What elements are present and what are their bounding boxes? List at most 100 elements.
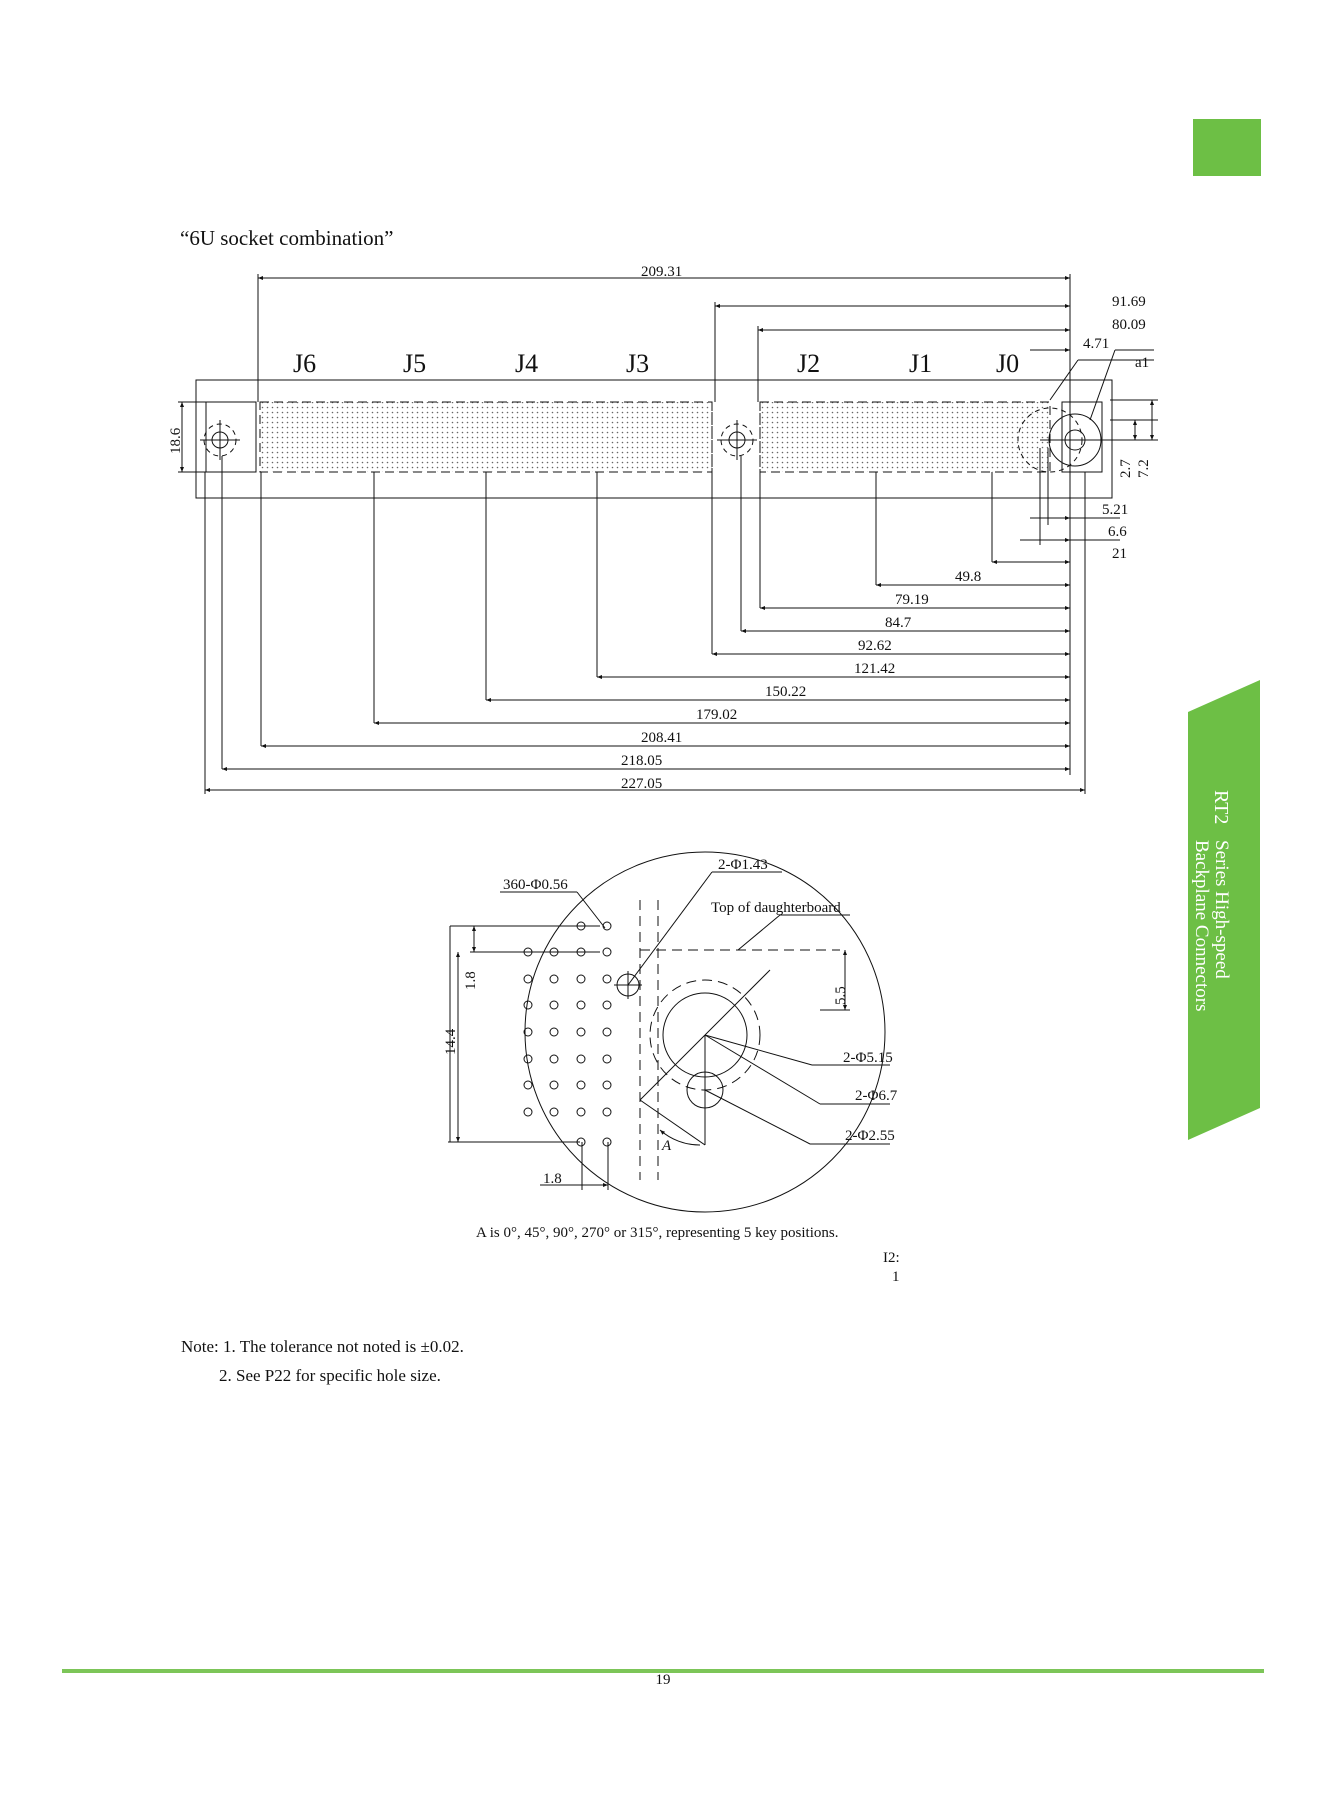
top-dimension-text: 209.31 91.69 80.09 4.71 a1 18.6 2.7 7.2 … bbox=[168, 264, 1152, 562]
contact-hole bbox=[523, 1054, 533, 1064]
contact-hole bbox=[523, 974, 533, 984]
dim-218-05: 218.05 bbox=[621, 753, 662, 769]
contact-hole bbox=[576, 1000, 586, 1010]
dim-227-05: 227.05 bbox=[621, 776, 662, 792]
side-tab: RT2 Series High-speed Backplane Connecto… bbox=[1188, 680, 1260, 1140]
contact-hole bbox=[549, 1080, 559, 1090]
detail-label-2-phi-6-7: 2-Φ6.7 bbox=[855, 1088, 898, 1104]
label-j5: J5 bbox=[403, 349, 426, 378]
contact-hole bbox=[523, 1000, 533, 1010]
contact-hole bbox=[602, 1000, 612, 1010]
notes-block: Note: 1. The tolerance not noted is ±0.0… bbox=[181, 1332, 464, 1390]
side-tab-line2: Backplane Connectors bbox=[1191, 840, 1212, 1011]
dim-92-62: 92.62 bbox=[858, 638, 892, 654]
dim-91-69: 91.69 bbox=[1112, 294, 1146, 310]
label-j1: J1 bbox=[909, 349, 932, 378]
connector-labels: J6 J5 J4 J3 J2 J1 J0 bbox=[293, 349, 1019, 378]
contact-hole bbox=[549, 974, 559, 984]
footer-rule bbox=[62, 1669, 1264, 1673]
contact-hole bbox=[602, 947, 612, 957]
pin-field-j0-j2 bbox=[759, 401, 1051, 473]
detail-label-2-phi-5-15: 2-Φ5.15 bbox=[843, 1050, 893, 1066]
dim-179-02: 179.02 bbox=[696, 707, 737, 723]
contact-hole bbox=[576, 1027, 586, 1037]
contact-hole bbox=[549, 1000, 559, 1010]
dim-4-71: 4.71 bbox=[1083, 336, 1109, 352]
dim-49-8: 49.8 bbox=[955, 569, 981, 585]
side-tab-series: RT2 bbox=[1210, 790, 1232, 824]
contact-hole bbox=[576, 1137, 586, 1147]
left-flange bbox=[205, 401, 257, 473]
housing-outline bbox=[195, 379, 1113, 499]
dim-a1: a1 bbox=[1135, 355, 1149, 371]
detail-drawing bbox=[448, 851, 890, 1213]
contact-hole bbox=[602, 974, 612, 984]
contact-hole bbox=[576, 974, 586, 984]
side-tab-shape bbox=[1188, 680, 1260, 1140]
dim-208-41: 208.41 bbox=[641, 730, 682, 746]
contact-hole bbox=[576, 947, 586, 957]
top-connector-drawing bbox=[178, 274, 1158, 794]
scale-value: 1 bbox=[892, 1269, 900, 1285]
contact-hole bbox=[602, 1027, 612, 1037]
bottom-dimension-text: 49.8 79.19 84.7 92.62 121.42 150.22 179.… bbox=[621, 569, 981, 792]
contact-hole bbox=[602, 1107, 612, 1117]
dim-84-7: 84.7 bbox=[885, 615, 912, 631]
dim-7-2: 7.2 bbox=[1136, 459, 1152, 478]
dim-18-6: 18.6 bbox=[168, 427, 184, 454]
detail-label-360-phi-0-56: 360-Φ0.56 bbox=[503, 877, 568, 893]
contact-hole bbox=[576, 921, 586, 931]
detail-label-angle-a: A bbox=[661, 1138, 672, 1154]
dim-21: 21 bbox=[1112, 546, 1127, 562]
dim-6-6: 6.6 bbox=[1108, 524, 1127, 540]
contact-hole bbox=[576, 1054, 586, 1064]
contact-hole bbox=[549, 1107, 559, 1117]
dim-80-09: 80.09 bbox=[1112, 317, 1146, 333]
detail-label-2-phi-1-43: 2-Φ1.43 bbox=[718, 857, 768, 873]
dim-121-42: 121.42 bbox=[854, 661, 895, 677]
green-corner-block bbox=[1193, 119, 1261, 176]
label-j3: J3 bbox=[626, 349, 649, 378]
pin-field-j3-j6 bbox=[259, 401, 713, 473]
dim-2-7: 2.7 bbox=[1118, 459, 1134, 478]
contact-hole bbox=[576, 1080, 586, 1090]
label-j4: J4 bbox=[515, 349, 538, 378]
detail-labels: 2-Φ1.43 360-Φ0.56 Top of daughterboard 1… bbox=[443, 857, 898, 1187]
contact-hole bbox=[602, 921, 612, 931]
dim-209-31: 209.31 bbox=[641, 264, 682, 280]
contact-hole bbox=[549, 947, 559, 957]
contact-hole bbox=[549, 1054, 559, 1064]
scale-label: I2: bbox=[883, 1250, 900, 1266]
detail-label-5-5: 5.5 bbox=[833, 986, 849, 1005]
contact-hole bbox=[576, 1107, 586, 1117]
note-line-1: Note: 1. The tolerance not noted is ±0.0… bbox=[181, 1337, 464, 1356]
contact-hole-grid bbox=[523, 921, 612, 1147]
contact-hole bbox=[602, 1137, 612, 1147]
contact-hole bbox=[523, 1027, 533, 1037]
right-flange bbox=[1061, 401, 1103, 473]
contact-hole bbox=[523, 947, 533, 957]
detail-label-1-8-vertical: 1.8 bbox=[463, 971, 479, 990]
dim-150-22: 150.22 bbox=[765, 684, 806, 700]
contact-hole bbox=[523, 1080, 533, 1090]
contact-hole bbox=[602, 1054, 612, 1064]
page-number: 19 bbox=[655, 1672, 671, 1688]
dim-79-19: 79.19 bbox=[895, 592, 929, 608]
section-title: “6U socket combination” bbox=[180, 226, 394, 250]
detail-label-14-4: 14.4 bbox=[443, 1028, 459, 1055]
detail-label-top-of-daughterboard: Top of daughterboard bbox=[711, 900, 841, 916]
key-position-caption: A is 0°, 45°, 90°, 270° or 315°, represe… bbox=[476, 1225, 838, 1241]
contact-hole bbox=[602, 1080, 612, 1090]
side-tab-line1: Series High-speed bbox=[1211, 840, 1232, 979]
label-j6: J6 bbox=[293, 349, 316, 378]
label-j2: J2 bbox=[797, 349, 820, 378]
contact-hole bbox=[549, 1027, 559, 1037]
dim-5-21: 5.21 bbox=[1102, 502, 1128, 518]
detail-label-2-phi-2-55: 2-Φ2.55 bbox=[845, 1128, 895, 1144]
note-line-2: 2. See P22 for specific hole size. bbox=[219, 1366, 441, 1385]
detail-label-1-8-horizontal: 1.8 bbox=[543, 1171, 562, 1187]
detail-outer-circle bbox=[524, 851, 886, 1213]
contact-hole bbox=[523, 1107, 533, 1117]
label-j0: J0 bbox=[996, 349, 1019, 378]
